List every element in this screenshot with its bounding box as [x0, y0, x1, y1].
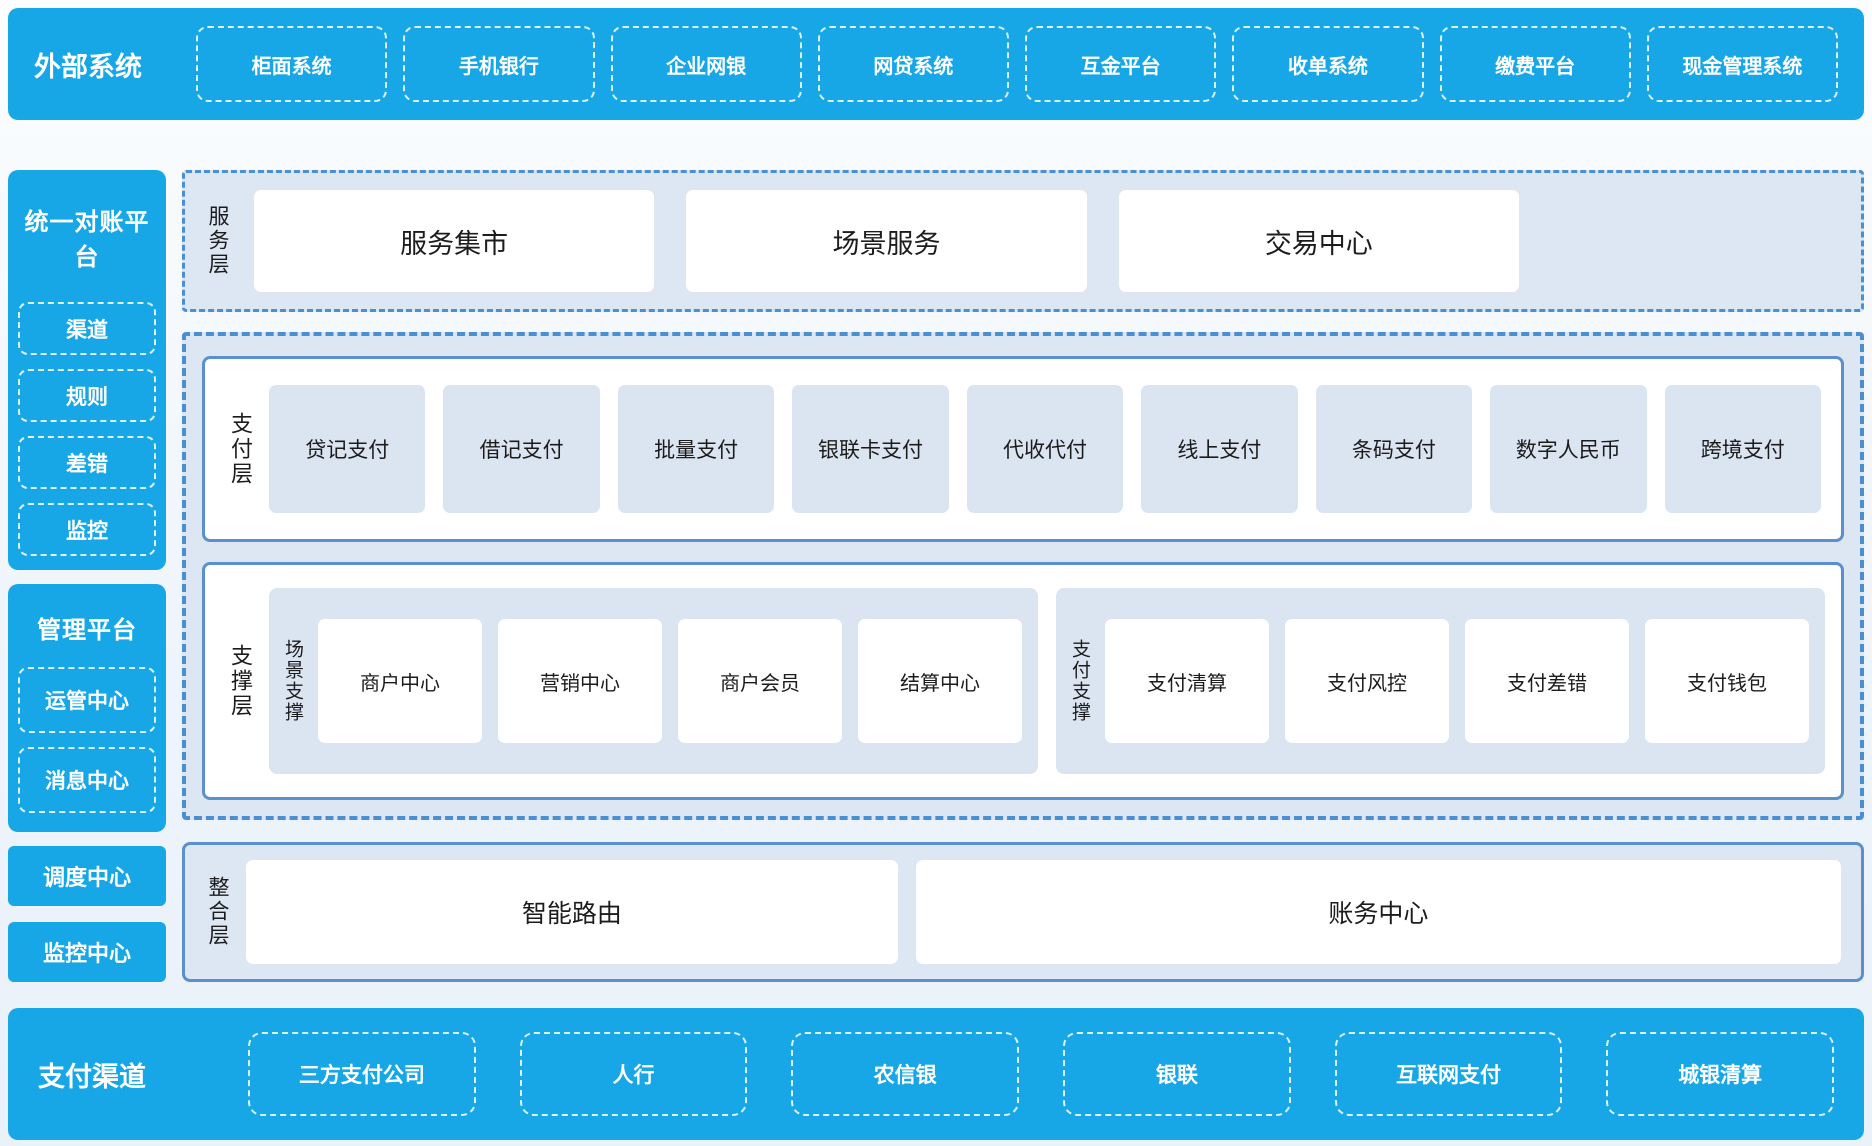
support-layer-label: 支撑层	[228, 643, 253, 719]
payment-support-node: 支付差错	[1465, 619, 1629, 743]
payment-layer: 支付层 贷记支付 借记支付 批量支付 银联卡支付 代收代付 线上支付 条码支付 …	[202, 356, 1844, 542]
core-layers-wrap: 支付层 贷记支付 借记支付 批量支付 银联卡支付 代收代付 线上支付 条码支付 …	[182, 332, 1864, 820]
monitor-center-box: 监控中心	[8, 922, 166, 982]
payment-channel-box: 人行	[519, 1032, 748, 1116]
service-layer: 服务层 服务集市 场景服务 交易中心	[182, 170, 1864, 312]
middle-zone: 统一对账平台 渠道 规则 差错 监控 管理平台 运管中心 消息中心 调度中心 监…	[8, 170, 1864, 982]
scene-support-group: 场景支撑 商户中心 营销中心 商户会员 结算中心	[269, 588, 1038, 774]
scene-support-node: 商户会员	[678, 619, 842, 743]
support-layer: 支撑层 场景支撑 商户中心 营销中心 商户会员 结算中心 支付支撑 支付清算 支…	[202, 562, 1844, 800]
payment-node: 批量支付	[617, 385, 775, 513]
external-system-box: 手机银行	[403, 26, 595, 102]
payment-node: 条码支付	[1315, 385, 1473, 513]
scene-support-node: 营销中心	[498, 619, 662, 743]
payment-node: 线上支付	[1141, 385, 1298, 513]
external-systems-title: 外部系统	[34, 51, 142, 82]
payment-node: 贷记支付	[269, 385, 426, 513]
scene-support-node: 结算中心	[858, 619, 1022, 743]
payment-support-label: 支付支撑	[1069, 639, 1090, 723]
external-system-box: 柜面系统	[196, 26, 388, 102]
integration-layer-label: 整合层	[206, 876, 229, 948]
scene-support-node: 商户中心	[318, 619, 482, 743]
external-system-box: 收单系统	[1232, 26, 1424, 102]
payment-layer-label: 支付层	[228, 411, 253, 487]
dispatch-center-box: 调度中心	[8, 846, 166, 906]
external-system-box: 现金管理系统	[1646, 26, 1838, 102]
payment-channel-box: 银联	[1063, 1032, 1291, 1116]
external-systems-list: 柜面系统 手机银行 企业网银 网贷系统 互金平台 收单系统 缴费平台 现金管理系…	[196, 26, 1838, 102]
payment-channel-box: 农信银	[791, 1032, 1020, 1116]
payment-support-node: 支付风控	[1285, 619, 1449, 743]
mgmt-item-box: 运管中心	[18, 667, 156, 733]
service-layer-label: 服务层	[206, 205, 229, 277]
accounting-center-node: 账务中心	[915, 860, 1841, 964]
content-column: 服务层 服务集市 场景服务 交易中心 支付层 贷记支付 借记支付 批量支付 银联…	[182, 170, 1864, 982]
mgmt-platform-panel: 管理平台 运管中心 消息中心	[8, 584, 166, 832]
service-node: 场景服务	[686, 190, 1087, 292]
recon-item-box: 监控	[18, 503, 156, 556]
payment-channels-list: 三方支付公司 人行 农信银 银联 互联网支付 城银清算	[248, 1032, 1835, 1116]
external-system-box: 企业网银	[610, 26, 802, 102]
payment-channel-box: 三方支付公司	[248, 1032, 476, 1116]
payment-channels-title: 支付渠道	[38, 1061, 146, 1092]
payment-node: 银联卡支付	[792, 385, 949, 513]
recon-item-box: 差错	[18, 436, 156, 489]
payment-support-node: 支付清算	[1105, 619, 1269, 743]
payment-channels-bar: 支付渠道 三方支付公司 人行 农信银 银联 互联网支付 城银清算	[8, 1008, 1864, 1140]
service-node: 交易中心	[1118, 190, 1519, 292]
smart-routing-node: 智能路由	[246, 860, 898, 964]
left-column: 统一对账平台 渠道 规则 差错 监控 管理平台 运管中心 消息中心 调度中心 监…	[8, 170, 166, 982]
service-node: 服务集市	[254, 190, 655, 292]
recon-item-box: 渠道	[18, 302, 156, 355]
recon-item-box: 规则	[18, 369, 156, 422]
scene-support-label: 场景支撑	[282, 639, 303, 723]
external-systems-bar: 外部系统 柜面系统 手机银行 企业网银 网贷系统 互金平台 收单系统 缴费平台 …	[8, 8, 1864, 120]
mgmt-platform-title: 管理平台	[37, 617, 137, 644]
mgmt-item-box: 消息中心	[18, 747, 156, 813]
payment-node: 代收代付	[966, 385, 1124, 513]
external-system-box: 缴费平台	[1439, 26, 1631, 102]
payment-node: 借记支付	[443, 385, 600, 513]
payment-support-node: 支付钱包	[1645, 619, 1809, 743]
integration-layer: 整合层 智能路由 账务中心	[182, 842, 1864, 982]
payment-channel-box: 互联网支付	[1334, 1032, 1563, 1116]
external-system-box: 网贷系统	[817, 26, 1009, 102]
payment-node: 数字人民币	[1490, 385, 1647, 513]
recon-platform-panel: 统一对账平台 渠道 规则 差错 监控	[8, 170, 166, 570]
payment-support-group: 支付支撑 支付清算 支付风控 支付差错 支付钱包	[1056, 588, 1825, 774]
external-system-box: 互金平台	[1025, 26, 1217, 102]
payment-channel-box: 城银清算	[1606, 1032, 1835, 1116]
recon-platform-title: 统一对账平台	[24, 209, 150, 271]
payment-node: 跨境支付	[1664, 385, 1821, 513]
